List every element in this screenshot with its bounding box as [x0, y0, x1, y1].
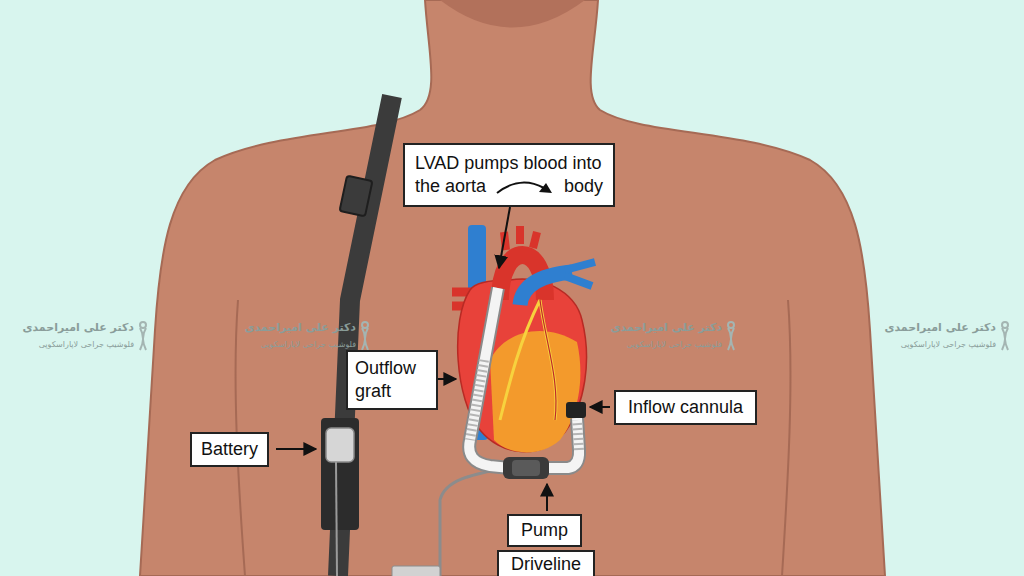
drawing-part — [140, 328, 146, 350]
drawing-part — [469, 288, 510, 468]
part-label-box: Driveline — [497, 550, 595, 576]
flow-arrow-line — [497, 182, 544, 192]
drawing-part — [566, 402, 586, 418]
drawing-part — [545, 418, 579, 468]
drawing-part — [469, 288, 510, 468]
label-text: body — [564, 175, 603, 198]
watermark-text: دکتر علی امیراحمدی — [872, 321, 996, 334]
drawing-part — [590, 406, 610, 408]
label-text: Pump — [521, 519, 568, 542]
watermark-text: فلوشیپ جراحی لاپاراسکوپی — [872, 340, 996, 349]
drawing-part — [503, 457, 549, 479]
label-text: the aorta — [415, 175, 486, 198]
part-label-box: Outflow graft — [346, 350, 438, 410]
drawing-part — [392, 566, 440, 576]
caption-line: the aorta body — [415, 175, 603, 198]
drawing-part — [1002, 322, 1008, 328]
label-text: Battery — [201, 438, 258, 461]
label-text: Driveline — [511, 554, 581, 576]
watermark-text: دکتر علی امیراحمدی — [232, 321, 356, 334]
drawing-part — [728, 322, 734, 328]
drawing-part — [276, 448, 316, 450]
drawing-part — [436, 378, 456, 380]
drawing-part — [782, 300, 790, 576]
label-text: Inflow cannula — [628, 396, 743, 419]
part-label-box: Pump — [507, 514, 582, 547]
drawing-part — [321, 418, 359, 530]
drawing-part — [499, 207, 510, 268]
drawing-part — [470, 360, 484, 440]
watermark-text: فلوشیپ جراحی لاپاراسکوپی — [232, 340, 356, 349]
drawing-part — [340, 176, 373, 217]
drawing-part — [500, 300, 556, 420]
part-label-box: Inflow cannula — [614, 390, 757, 425]
drawing-part — [362, 322, 368, 328]
drawing-part — [1002, 328, 1008, 350]
torso — [140, 0, 885, 576]
watermark-text: دکتر علی امیراحمدی — [10, 321, 134, 334]
drawing-part — [520, 272, 572, 305]
caption-box: LVAD pumps blood intothe aorta body — [403, 143, 615, 207]
drawing-part — [140, 0, 885, 576]
drawing-part — [546, 484, 548, 511]
drawing-part — [577, 420, 579, 450]
flow-arrow-head — [539, 183, 552, 193]
watermark-text: فلوشیپ جراحی لاپاراسکوپی — [10, 340, 134, 349]
battery-strap — [321, 96, 392, 576]
flow-arrow — [494, 177, 556, 197]
drawing-part — [140, 322, 146, 328]
drawing-part — [336, 462, 337, 576]
drawing-part — [540, 300, 556, 420]
drawing-part — [490, 331, 580, 452]
label-text: Outflow graft — [355, 357, 429, 403]
drawing-part — [728, 328, 734, 350]
drawing-part — [440, 468, 505, 576]
drawing-part — [326, 428, 354, 462]
watermark-text: فلوشیپ جراحی لاپاراسکوپی — [598, 340, 722, 349]
leader-arrows — [276, 207, 610, 511]
drawing-part — [512, 460, 540, 476]
drawing-part — [565, 262, 595, 286]
drawing-part — [504, 226, 537, 250]
label-text: LVAD pumps blood into — [415, 152, 603, 175]
part-label-box: Battery — [190, 432, 269, 467]
lvad-device — [392, 288, 586, 576]
drawing-part — [545, 418, 579, 468]
watermark-text: دکتر علی امیراحمدی — [598, 321, 722, 334]
drawing-part — [440, 0, 585, 28]
drawing-part — [362, 328, 368, 350]
